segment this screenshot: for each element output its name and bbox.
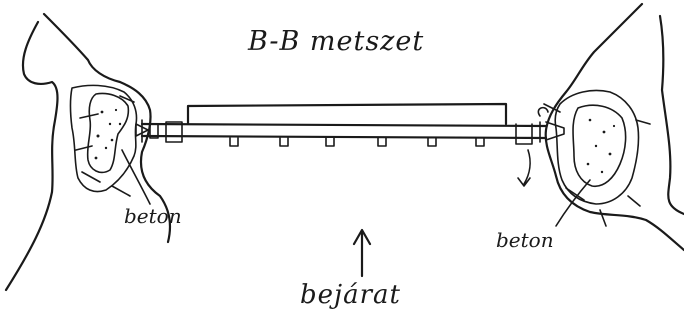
left-concrete-specks — [94, 108, 122, 160]
beton-label-right: beton — [496, 228, 554, 252]
right-concrete-block — [572, 104, 627, 188]
left-concrete-block — [86, 92, 130, 174]
right-hook — [537, 106, 549, 117]
stub — [279, 137, 289, 147]
stub — [229, 137, 239, 147]
right-bearing — [515, 121, 565, 145]
right-beton-pointer — [555, 179, 591, 227]
stub — [427, 137, 437, 147]
right-rock-inner — [554, 89, 640, 205]
entrance-label: bejárat — [300, 280, 401, 310]
drip-arrow — [517, 149, 531, 187]
stub — [377, 137, 387, 147]
right-concrete-specks — [586, 118, 616, 174]
left-bearing — [141, 119, 183, 143]
upper-rail — [186, 102, 508, 126]
hanging-stubs — [229, 137, 485, 147]
beam-bottom-line — [140, 134, 548, 140]
entrance-arrow — [352, 228, 372, 278]
stub — [325, 137, 335, 147]
beam — [135, 106, 565, 145]
left-rock-cracks — [75, 95, 135, 197]
left-beton-pointer — [121, 149, 151, 205]
stub — [475, 137, 485, 147]
left-rock-outline — [4, 12, 171, 292]
beam-top-line — [140, 122, 548, 128]
beton-label-left: beton — [124, 204, 182, 228]
section-title: B-B metszet — [248, 26, 425, 57]
right-rock-cracks — [543, 103, 651, 227]
right-rock-outline — [544, 2, 684, 252]
left-anchor-wedge — [135, 123, 149, 137]
left-rock-inner — [69, 84, 138, 193]
